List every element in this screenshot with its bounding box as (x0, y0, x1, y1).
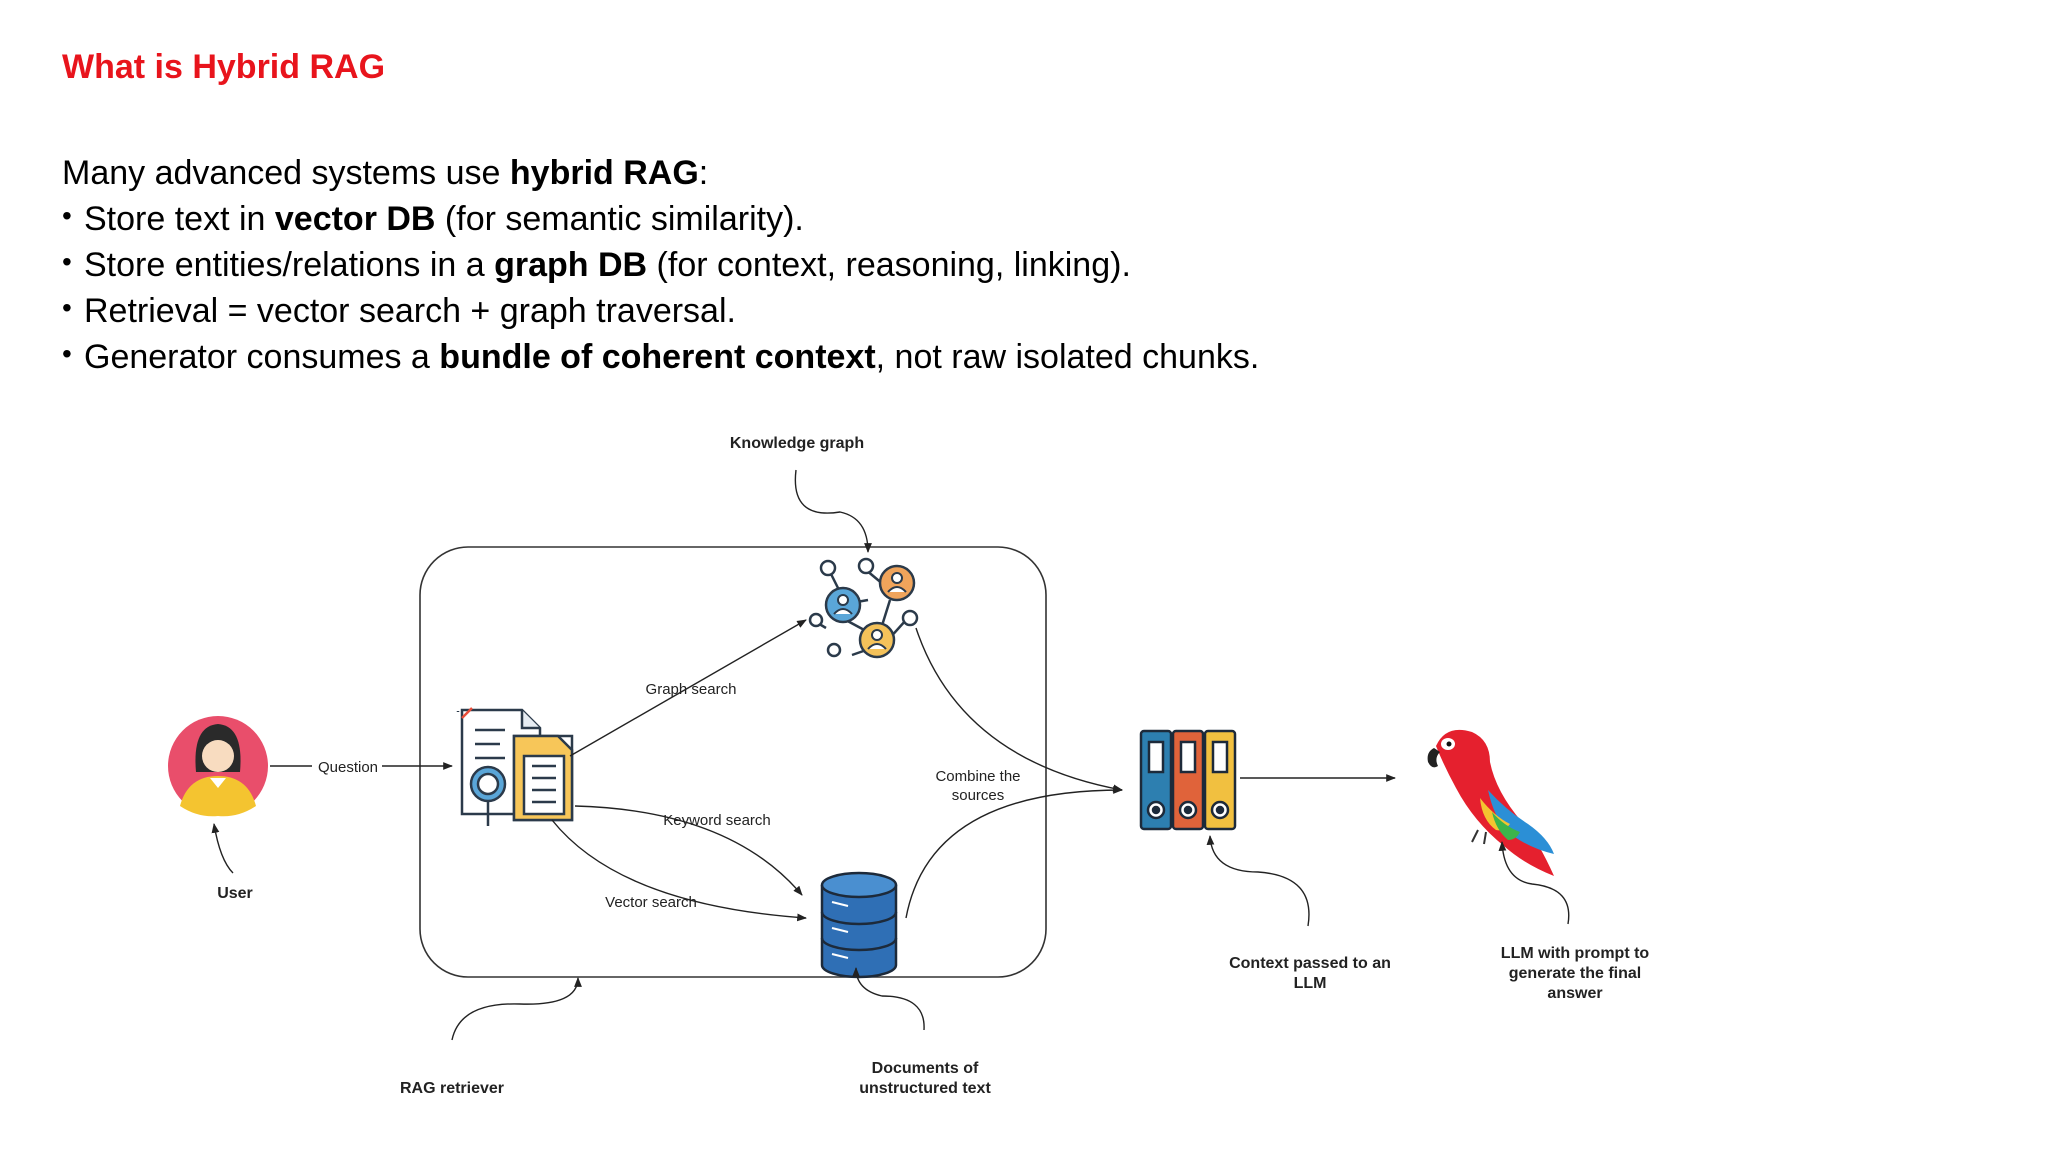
bullet-text: Retrieval = vector search + graph traver… (84, 292, 736, 330)
graph-search-arrow (569, 619, 807, 757)
documents-label-line1: Documents of (872, 1060, 979, 1077)
knowledge-graph-label: Knowledge graph (730, 435, 864, 452)
bullet-bold: vector DB (274, 200, 436, 238)
intro-bold: hybrid RAG (509, 154, 699, 192)
context-label-line2: LLM (1294, 975, 1327, 992)
llm-label-line3: answer (1547, 985, 1602, 1002)
keyword-search-arrow (574, 805, 803, 896)
bullet-item: Store text in vector DB (for semantic si… (62, 193, 1259, 242)
context-pointer (1206, 835, 1310, 927)
bullet-text: Store entities/relations in a (84, 246, 495, 284)
intro-line: Many advanced systems use hybrid RAG: (62, 150, 708, 196)
intro-text: Many advanced systems use (62, 154, 510, 192)
bullet-text: (for context, reasoning, linking). (647, 246, 1131, 284)
vector-search-label: Vector search (605, 894, 697, 911)
bullet-text: , not raw isolated chunks. (875, 338, 1260, 376)
llm-label-line2: generate the final (1509, 965, 1641, 982)
graph-search-label: Graph search (646, 681, 737, 698)
keyword-search-label: Keyword search (663, 812, 771, 829)
bullet-text: (for semantic similarity). (435, 200, 804, 238)
slide-title: What is Hybrid RAG (62, 48, 386, 86)
rag-retriever-box (419, 546, 1047, 978)
llm-pointer (1498, 841, 1570, 925)
user-pointer (211, 823, 234, 874)
knowledge-graph-icon (808, 557, 919, 659)
user-label: User (217, 885, 253, 902)
binders-icon (1139, 729, 1237, 831)
bullet-item: Generator consumes a bundle of coherent … (62, 331, 1260, 380)
context-label-line1: Context passed to an (1229, 955, 1391, 972)
parrot-icon (1427, 729, 1554, 876)
bullet-list: Store text in vector DB (for semantic si… (62, 193, 1260, 380)
bullet-bold: bundle of coherent context (439, 338, 876, 376)
rag-retriever-label: RAG retriever (400, 1080, 504, 1097)
rag-retriever-pointer (451, 977, 582, 1041)
bullet-bold: graph DB (494, 246, 648, 284)
combine-sources-label-line2: sources (952, 787, 1005, 804)
documents-label-line2: unstructured text (859, 1080, 991, 1097)
question-label: Question (318, 759, 378, 776)
llm-label-line1: LLM with prompt to (1501, 945, 1650, 962)
knowledge-graph-pointer (794, 469, 872, 553)
bullet-text: Generator consumes a (84, 338, 440, 376)
documents-pointer (852, 967, 925, 1031)
bullet-text: Store text in (84, 200, 275, 238)
bullet-item: Retrieval = vector search + graph traver… (62, 285, 1259, 334)
vector-search-arrow (551, 819, 807, 922)
combine-sources-label-line1: Combine the (935, 768, 1020, 785)
bullet-item: Store entities/relations in a graph DB (… (62, 239, 1259, 288)
combine-from-graph-arrow (915, 627, 1123, 793)
combine-from-vector-arrow (905, 786, 1123, 919)
vector-database-icon (820, 871, 898, 979)
intro-colon: : (698, 154, 709, 192)
document-search-icon (456, 707, 574, 826)
user-avatar-icon (168, 716, 268, 817)
